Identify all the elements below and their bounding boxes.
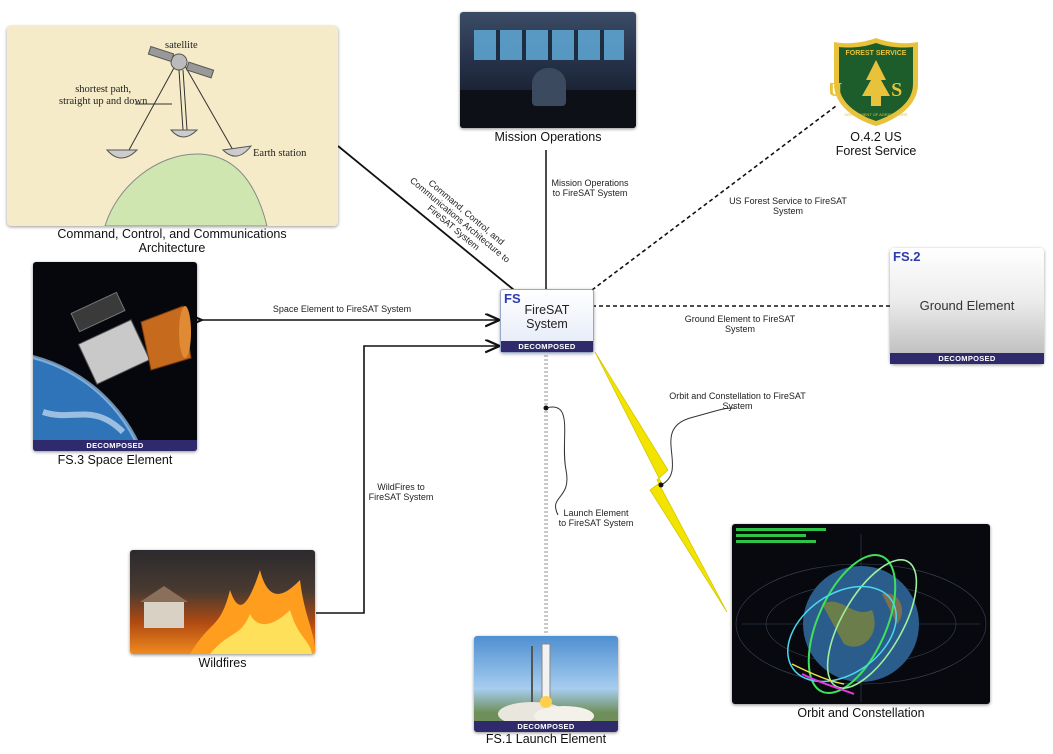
c3-caption-line1: Command, Control, and Communications	[57, 227, 287, 241]
launch-element-node[interactable]: DECOMPOSED	[474, 636, 618, 732]
edge-orbit-lightning[interactable]	[594, 351, 728, 613]
edge-label-usfs-line2: System	[772, 206, 803, 216]
edge-wildfires[interactable]	[316, 346, 498, 614]
edge-label-mission-ops-line1: Mission Operations	[551, 178, 629, 188]
firesat-id: FS	[504, 291, 521, 306]
wildfires-image[interactable]	[130, 550, 315, 654]
firesat-decomposed-badge: DECOMPOSED	[501, 341, 593, 352]
firesat-system-node[interactable]: FS FireSAT System DECOMPOSED	[500, 289, 594, 353]
c3-sketch-drawing	[104, 45, 268, 226]
orbit-constellation-image[interactable]	[732, 524, 990, 704]
edge-label-wildfires-line1: WildFires to	[377, 482, 425, 492]
edge-label-wildfires-line2: FireSAT System	[368, 492, 434, 502]
c3-caption-line2: Architecture	[138, 241, 206, 255]
sketch-path-label: shortest path, straight up and down	[59, 84, 147, 108]
usfs-caption-line2: Forest Service	[835, 144, 917, 158]
sketch-earth-station-label: Earth station	[253, 148, 307, 159]
ground-decomposed-badge: DECOMPOSED	[890, 353, 1044, 364]
edge-label-ground: Ground Element to FireSAT System	[670, 314, 810, 334]
edge-label-wildfires: WildFires to FireSAT System	[356, 482, 446, 502]
edge-c3[interactable]	[337, 145, 515, 291]
usfs-caption-line1: O.4.2 US	[850, 130, 902, 144]
sketch-path-line1: shortest path,	[75, 84, 132, 95]
usfs-shield-icon[interactable]: U S FOREST SERVICE DEPARTMENT OF AGRICUL…	[830, 36, 922, 128]
launch-edge-dot	[543, 405, 549, 411]
ground-element-node[interactable]: FS.2 Ground Element DECOMPOSED	[890, 248, 1044, 364]
orbit-drawing	[735, 528, 987, 702]
mission-operations-caption: Mission Operations	[494, 130, 602, 144]
edge-label-launch-line1: Launch Element	[563, 508, 629, 518]
edge-label-space: Space Element to FireSAT System	[272, 304, 412, 314]
sketch-satellite-label: satellite	[165, 40, 198, 51]
edge-label-orbit-line2: System	[722, 401, 753, 411]
edge-label-usfs: US Forest Service to FireSAT System	[718, 196, 858, 216]
orbit-edge-dot	[658, 482, 664, 488]
c3-caption: Command, Control, and Communications Arc…	[20, 227, 324, 255]
usfs-logo-bottom: DEPARTMENT OF AGRICULTURE	[844, 112, 907, 117]
orbit-label-leader	[660, 407, 736, 486]
launch-label-leader	[545, 406, 568, 516]
space-element-image	[33, 291, 192, 451]
launch-element-caption: FS.1 Launch Element	[485, 732, 607, 746]
firesat-title-line2: System	[526, 317, 568, 331]
launch-decomposed-badge: DECOMPOSED	[474, 721, 618, 732]
edge-label-mission-ops: Mission Operations to FireSAT System	[540, 178, 640, 198]
edge-label-mission-ops-line2: to FireSAT System	[552, 188, 628, 198]
usfs-logo-letters: U S	[830, 79, 922, 101]
edge-label-ground-line1: Ground Element to FireSAT	[684, 314, 796, 324]
orbit-constellation-caption: Orbit and Constellation	[797, 706, 925, 720]
edge-label-orbit-line1: Orbit and Constellation to FireSAT	[669, 391, 806, 401]
edge-label-ground-line2: System	[724, 324, 755, 334]
ops-operator	[532, 68, 566, 106]
c3-architecture-node[interactable]: satellite shortest path, straight up and…	[7, 26, 338, 226]
edge-label-orbit: Orbit and Constellation to FireSAT Syste…	[655, 391, 820, 411]
launch-element-image	[498, 643, 594, 726]
edge-label-usfs-line1: US Forest Service to FireSAT	[729, 196, 847, 206]
sketch-path-line2: straight up and down	[59, 96, 148, 107]
ground-element-title: Ground Element	[919, 298, 1015, 313]
ops-screen-row	[474, 30, 624, 60]
edge-label-launch-line2: to FireSAT System	[558, 518, 634, 528]
wildfires-caption: Wildfires	[198, 656, 247, 670]
firesat-title: FireSAT System	[501, 303, 593, 331]
edge-usfs[interactable]	[591, 105, 837, 291]
usfs-logo-top: FOREST SERVICE	[846, 50, 907, 57]
usfs-caption: O.4.2 US Forest Service	[826, 130, 926, 158]
firesat-title-line1: FireSAT	[524, 303, 570, 317]
space-element-caption: FS.3 Space Element	[57, 453, 173, 467]
space-element-node[interactable]: DECOMPOSED	[33, 262, 197, 451]
wildfires-drawing	[140, 570, 315, 654]
mission-operations-image[interactable]	[460, 12, 636, 128]
edge-label-launch: Launch Element to FireSAT System	[548, 508, 644, 528]
ground-element-id: FS.2	[893, 249, 921, 264]
space-decomposed-badge: DECOMPOSED	[33, 440, 197, 451]
